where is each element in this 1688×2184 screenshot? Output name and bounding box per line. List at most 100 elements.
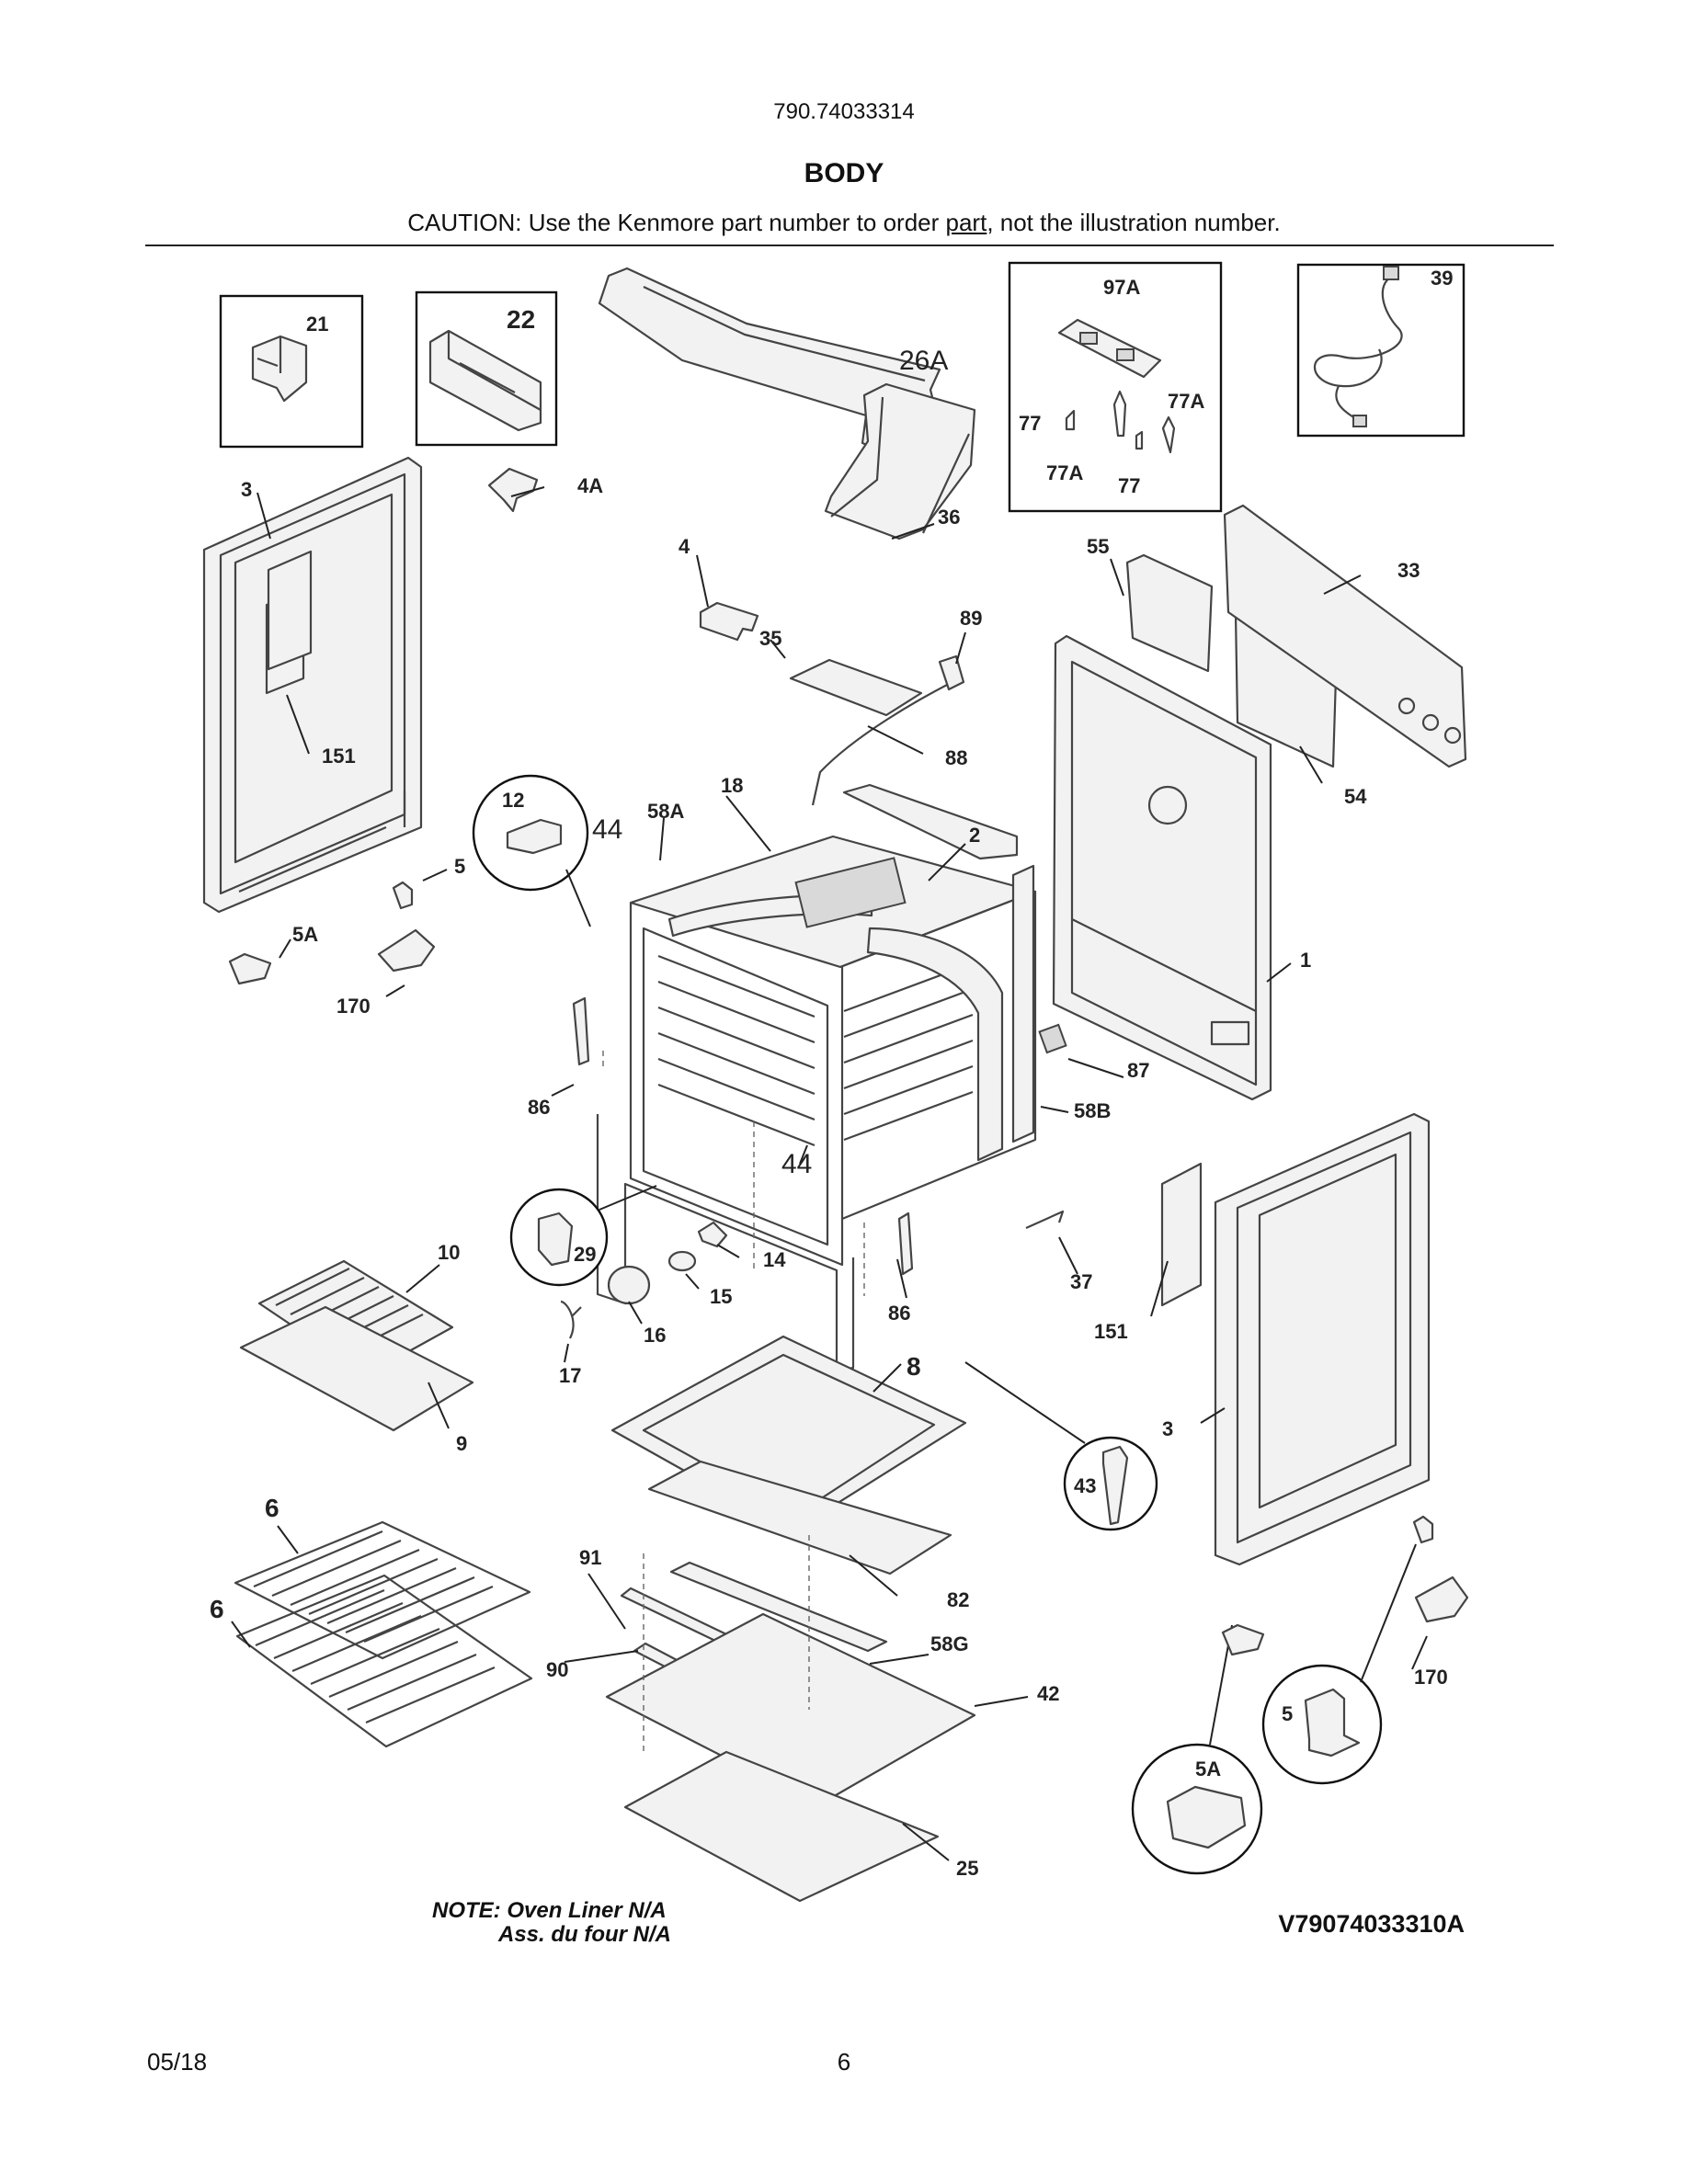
callout-35: 35 [759,627,781,650]
leveler-part-5 [1304,1688,1361,1757]
callout-14: 14 [763,1248,786,1271]
callout-39: 39 [1431,267,1453,290]
callout-5A-right: 5A [1195,1757,1221,1780]
callout-26A: 26A [899,346,948,376]
inset-box-39 [1296,263,1466,438]
leader-12 [565,869,591,927]
callout-6-upper: 6 [265,1494,279,1522]
callout-91: 91 [579,1546,601,1569]
leveler-bracket-part-5A [1166,1785,1247,1849]
bracket-part-22 [428,329,542,432]
header-divider [145,245,1554,246]
page-number: 6 [837,2048,851,2076]
callout-55: 55 [1087,535,1109,558]
screw-part-43 [1101,1445,1129,1526]
callout-33: 33 [1397,559,1420,582]
caution-prefix: CAUTION: Use the Kenmore part number to … [407,209,946,236]
callout-8: 8 [907,1352,921,1381]
inset-box-21 [219,294,364,449]
sensor-wire-part-88 [811,679,957,806]
callout-54: 54 [1344,785,1367,808]
callout-16: 16 [644,1324,666,1347]
side-panel-left-part-3 [202,456,423,914]
power-cord-part-39 [1313,266,1403,427]
broiler-pan-part-9 [239,1305,474,1432]
callout-42: 42 [1037,1682,1059,1705]
clip-part-17 [560,1300,582,1339]
section-title: BODY [804,158,884,188]
shield-part-55 [1125,553,1214,673]
oven-rack-lower-part-6 [235,1574,533,1748]
callout-22: 22 [507,305,535,334]
clip-part-29 [537,1211,574,1267]
callout-43: 43 [1074,1474,1096,1497]
bottom-shield-part-25 [623,1750,940,1903]
callout-77-lower: 77 [1118,474,1140,497]
callout-82: 82 [947,1588,969,1611]
light-socket-part-14 [697,1221,728,1248]
vent-duct-part-36 [824,382,976,540]
leader-5 [1360,1543,1417,1683]
callout-88: 88 [945,746,967,769]
exploded-parts-diagram: 21 22 26A 97A 77 77A 77A 77 39 3 4A 36 4… [202,261,1469,1903]
callout-17: 17 [559,1364,581,1387]
callout-1: 1 [1300,949,1311,972]
leader-29 [599,1185,657,1211]
callout-77: 77 [1019,412,1041,435]
valve-part-12 [506,818,563,855]
callout-36: 36 [938,506,960,529]
callout-77A-lower: 77A [1046,461,1083,484]
bracket-part-151-right [1160,1162,1203,1307]
model-number: 790.74033314 [773,99,915,124]
sensor-part-37 [1025,1210,1065,1230]
back-panel-part-1 [1052,634,1272,1101]
callout-4A: 4A [577,474,603,497]
callout-90: 90 [546,1658,568,1681]
foot-part-5-right [1412,1515,1434,1544]
callout-21: 21 [306,313,328,336]
leader-43 [964,1361,1086,1444]
inset-box-22 [415,290,558,447]
callout-10: 10 [438,1241,460,1264]
callout-44-lower: 44 [781,1149,812,1179]
plate-part-35 [789,658,923,717]
callout-77A: 77A [1168,390,1204,413]
callout-29: 29 [574,1243,596,1266]
callout-12: 12 [502,789,524,812]
callout-6-lower: 6 [210,1595,224,1623]
note-line-2: Ass. du four N/A [498,1922,672,1947]
leader-lines [231,486,1428,1861]
rear-cover-part-33 [1223,504,1467,768]
terminal-block-part-87 [1038,1023,1067,1054]
foot-part-5A-right [1221,1623,1265,1656]
caution-suffix: , not the illustration number. [987,209,1281,236]
callout-86-left: 86 [528,1096,550,1119]
callout-3-left: 3 [241,478,252,501]
callout-58B: 58B [1074,1099,1111,1122]
drawer-pan-part-42 [605,1612,976,1807]
bracket-part-170-left [377,928,436,973]
caution-part-link: part [945,209,987,236]
light-bulb-part-15 [667,1250,697,1272]
callout-170-left: 170 [336,995,371,1018]
callout-9: 9 [456,1432,467,1455]
oven-cavity-body [629,783,1037,1267]
callout-151-left: 151 [322,745,356,768]
callout-87: 87 [1127,1059,1149,1082]
sensor-part-89 [938,654,965,691]
bracket-part-4 [699,601,759,642]
callout-4: 4 [679,535,690,558]
liner-note: NOTE: Oven Liner N/A Ass. du four N/A [432,1899,671,1947]
callout-2: 2 [969,824,980,847]
clip-part-21 [251,335,308,403]
foot-part-5-left [392,881,414,910]
lens-part-16 [607,1265,651,1305]
callout-170-right: 170 [1414,1666,1448,1689]
footer-date: 05/18 [147,2048,208,2076]
bracket-part-86-bottom [897,1211,914,1276]
callout-86-bottom: 86 [888,1302,910,1325]
foot-part-5A-left [228,952,272,985]
callout-5A-left: 5A [292,923,318,946]
bracket-part-86-left [572,996,590,1066]
callout-58G: 58G [930,1632,969,1655]
